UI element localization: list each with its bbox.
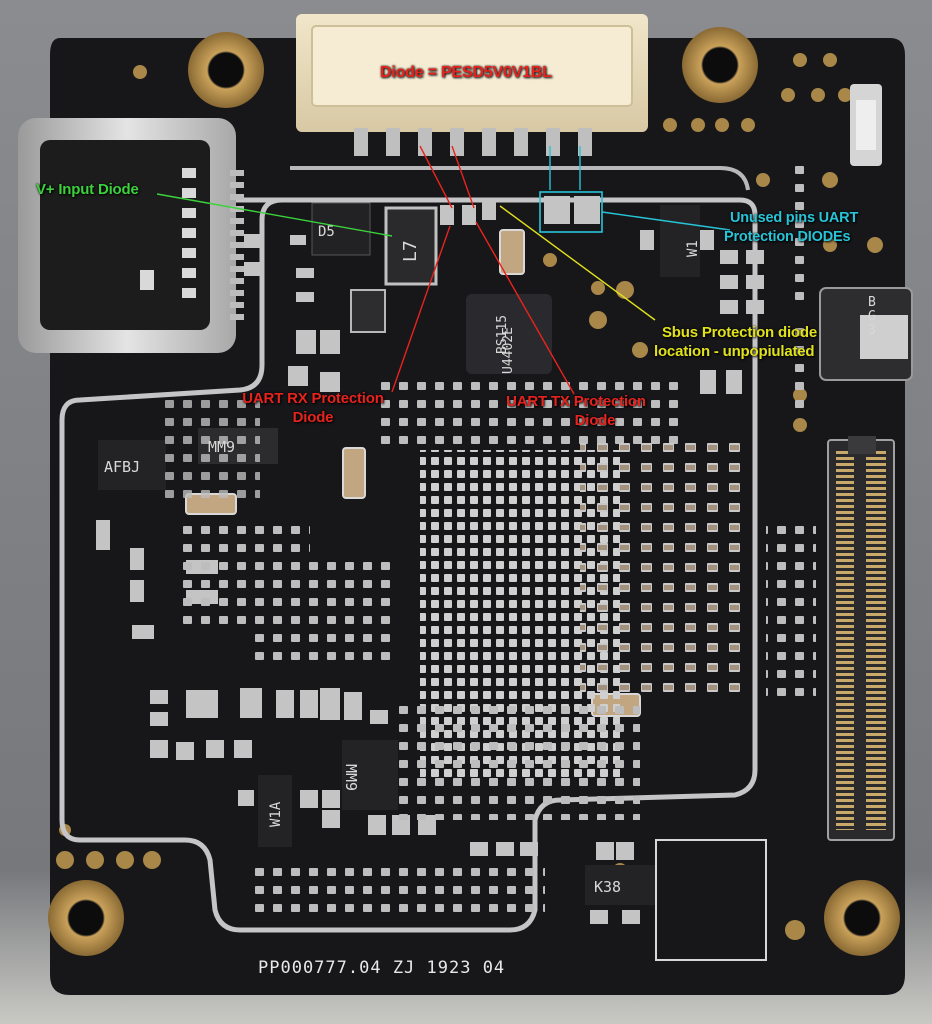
chip-marking-main-ic-line2: U4402E bbox=[501, 327, 516, 374]
chip-marking-main-ic-line1: BS115 bbox=[495, 315, 510, 354]
switch-marking-c: 3 bbox=[868, 323, 876, 338]
unused-uart-label-line2: Protection DIODEs bbox=[724, 229, 851, 245]
sbus-protection-label: Sbus Protection diode location - unpopiu… bbox=[654, 323, 817, 361]
sbus-protection-label-line2: location - unpopiulated bbox=[654, 343, 815, 360]
uart-tx-protection-label-line2: Diode bbox=[574, 412, 616, 429]
vplus-input-diode-label: V+ Input Diode bbox=[36, 181, 139, 198]
chip-marking-k38: K38 bbox=[594, 878, 621, 896]
unused-uart-label-line1: Unused pins UART bbox=[730, 210, 859, 226]
board-id-silkscreen: PP000777.04 ZJ 1923 04 bbox=[258, 958, 506, 978]
chip-marking-d5: D5 bbox=[318, 224, 335, 240]
chip-marking-afbj: AFBJ bbox=[104, 458, 140, 476]
chip-marking-w1-top: W1 bbox=[685, 240, 701, 257]
chip-marking-w1a: W1A bbox=[268, 801, 284, 827]
uart-rx-protection-label: UART RX Protection Diode bbox=[232, 389, 394, 427]
chip-marking-mm9-bottom: MM9 bbox=[342, 764, 360, 791]
diode-header-label: Diode = PESD5V0V1BL bbox=[380, 64, 552, 81]
unused-uart-label: Unused pins UART Protection DIODEs bbox=[724, 209, 859, 247]
uart-tx-protection-label: UART TX Protection Diode bbox=[496, 392, 656, 430]
uart-rx-protection-label-line2: Diode bbox=[292, 409, 334, 426]
uart-tx-protection-label-line1: UART TX Protection bbox=[506, 393, 646, 410]
uart-rx-protection-label-line1: UART RX Protection bbox=[242, 390, 384, 407]
sbus-protection-label-line1: Sbus Protection diode bbox=[662, 324, 817, 341]
switch-marking-b: G bbox=[868, 309, 876, 324]
chip-marking-l7: L7 bbox=[400, 240, 421, 262]
switch-marking-a: B bbox=[868, 295, 876, 310]
chip-marking-mm9-left: MM9 bbox=[208, 438, 235, 456]
